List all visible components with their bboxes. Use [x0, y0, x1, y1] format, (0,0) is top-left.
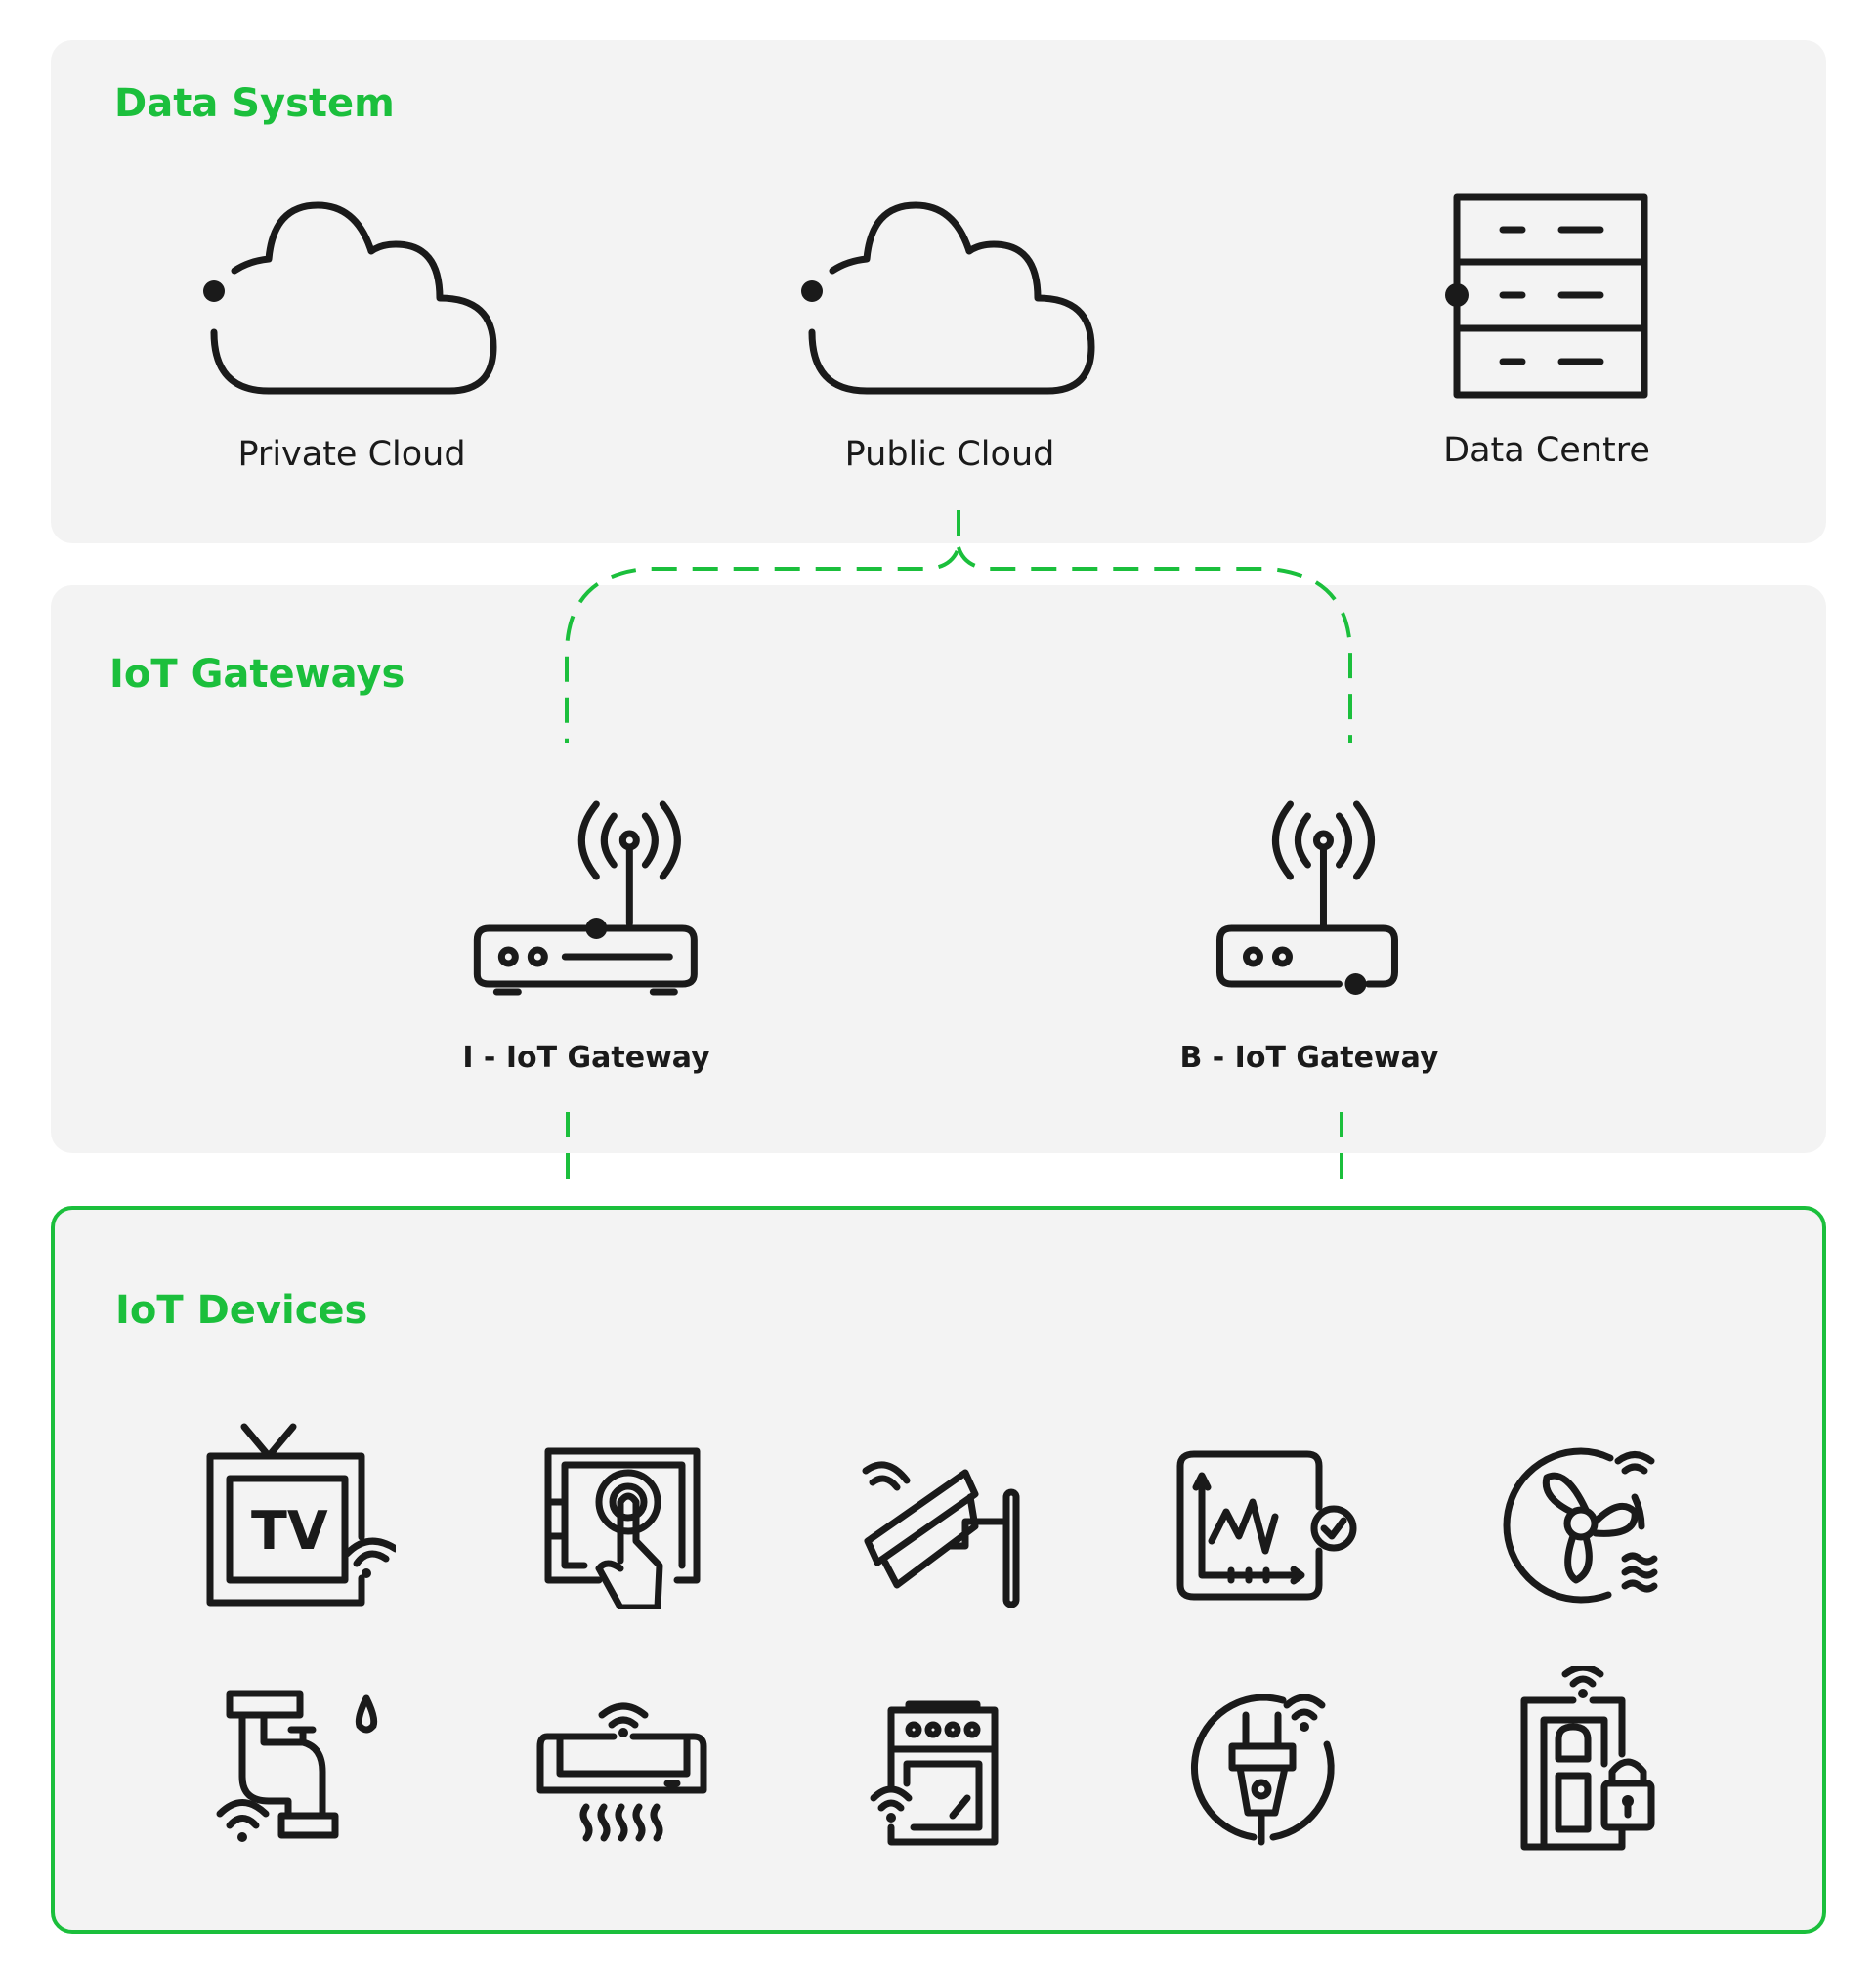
svg-text:TV: TV [251, 1500, 328, 1562]
iot-gateways-panel: IoT Gateways [51, 585, 1826, 1153]
b-iot-gateway-label: B - IoT Gateway [1179, 1041, 1439, 1075]
private-cloud-label: Private Cloud [237, 435, 466, 474]
security-camera-icon [862, 1461, 1020, 1608]
connector-cloud-to-gateway-b [957, 546, 1352, 743]
connector-cloud-to-gateway-i [565, 510, 960, 743]
public-cloud: Public Cloud [798, 200, 1101, 474]
private-cloud: Private Cloud [200, 200, 503, 474]
server-rack-icon [1445, 193, 1648, 399]
i-iot-gateway-label: I - IoT Gateway [462, 1041, 710, 1075]
iot-gateways-title: IoT Gateways [109, 652, 405, 697]
touch-panel-icon [544, 1447, 701, 1609]
public-cloud-label: Public Cloud [844, 435, 1055, 474]
air-conditioner-icon [536, 1702, 707, 1842]
smart-tv-icon: TV [206, 1423, 396, 1607]
router-icon [1215, 800, 1398, 995]
router-icon [473, 800, 698, 996]
data-centre: Data Centre [1439, 193, 1654, 470]
cloud-icon [203, 201, 497, 395]
data-system-panel: Data System [51, 40, 1826, 543]
smart-fan-icon [1503, 1447, 1658, 1604]
data-centre-label: Data Centre [1443, 431, 1650, 470]
smart-door-lock-icon [1520, 1666, 1655, 1851]
monitor-chart-icon [1176, 1450, 1357, 1601]
data-system-title: Data System [114, 81, 395, 126]
smart-oven-icon [870, 1700, 999, 1846]
b-iot-gateway: B - IoT Gateway [1179, 796, 1439, 1075]
iot-devices-title: IoT Devices [115, 1288, 368, 1333]
cloud-icon [801, 201, 1095, 395]
i-iot-gateway: I - IoT Gateway [462, 796, 710, 1075]
smart-faucet-icon [216, 1690, 378, 1842]
smart-plug-icon [1191, 1694, 1335, 1846]
